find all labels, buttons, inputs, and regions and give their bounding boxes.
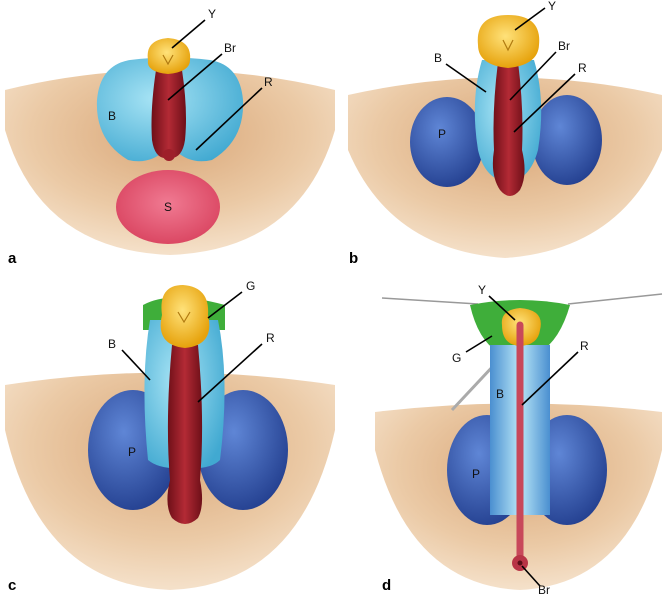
rectum-plate [151,66,186,159]
yolk-notch [162,54,174,66]
label-d-p: P [472,467,480,481]
leader-b-br [509,51,557,101]
label-a-y: Y [208,7,216,21]
label-c-g: G [246,279,255,293]
leader-d-br [521,565,541,587]
leader-d-y [488,295,516,321]
panel-letter-a: a [8,250,17,267]
leader-a-br [167,53,223,101]
suture-right [567,293,663,305]
panel-d: Y R G B P Br d [375,283,663,597]
label-c-b: B [108,337,116,351]
label-d-r: R [580,339,589,353]
rectum-end-core [517,560,523,566]
labioscrotal-fold-left [410,97,484,187]
leader-d-g [465,335,493,353]
label-c-p: P [128,445,136,459]
label-b-b: B [434,51,442,65]
label-d-y: Y [478,283,486,297]
yolk-sac [477,15,540,68]
labioscrotal-fold-right [532,95,602,185]
leader-a-r [195,87,263,151]
label-a-b: B [108,109,116,123]
leader-b-r [513,73,576,133]
rectum-tip [163,149,175,161]
label-a-s: S [164,200,172,214]
leader-b-y [514,7,546,31]
label-b-r: R [578,61,587,75]
perineum-skin [5,70,335,255]
yolk-sac [160,285,210,348]
leader-c-b [121,349,151,381]
leader-a-y [171,19,206,49]
panel-letter-c: c [8,577,16,594]
label-d-b: B [496,387,504,401]
label-b-p: P [438,127,446,141]
label-a-br: Br [224,41,236,55]
panel-c: G R B P c [5,279,335,594]
yolk-sac [147,38,191,74]
label-a-r: R [264,75,273,89]
label-c-r: R [266,331,275,345]
panel-letter-d: d [382,577,391,594]
label-b-br: Br [558,39,570,53]
panel-b: Y Br R B P b [348,0,662,267]
yolk-notch [177,311,191,324]
panel-letter-b: b [349,250,358,267]
leader-b-b [445,63,487,93]
leader-c-r [197,343,263,403]
scrotal-swelling [116,170,220,244]
rectum-plate [167,345,203,524]
label-d-g: G [452,351,461,365]
suture-left [381,297,479,305]
leader-d-r [521,351,579,406]
leader-c-g [207,291,243,319]
rectum-plate [492,62,525,196]
label-b-y: Y [548,0,556,13]
yolk-notch [502,39,514,52]
panel-a: Y Br R B S a [5,7,335,267]
label-d-br: Br [538,583,550,597]
